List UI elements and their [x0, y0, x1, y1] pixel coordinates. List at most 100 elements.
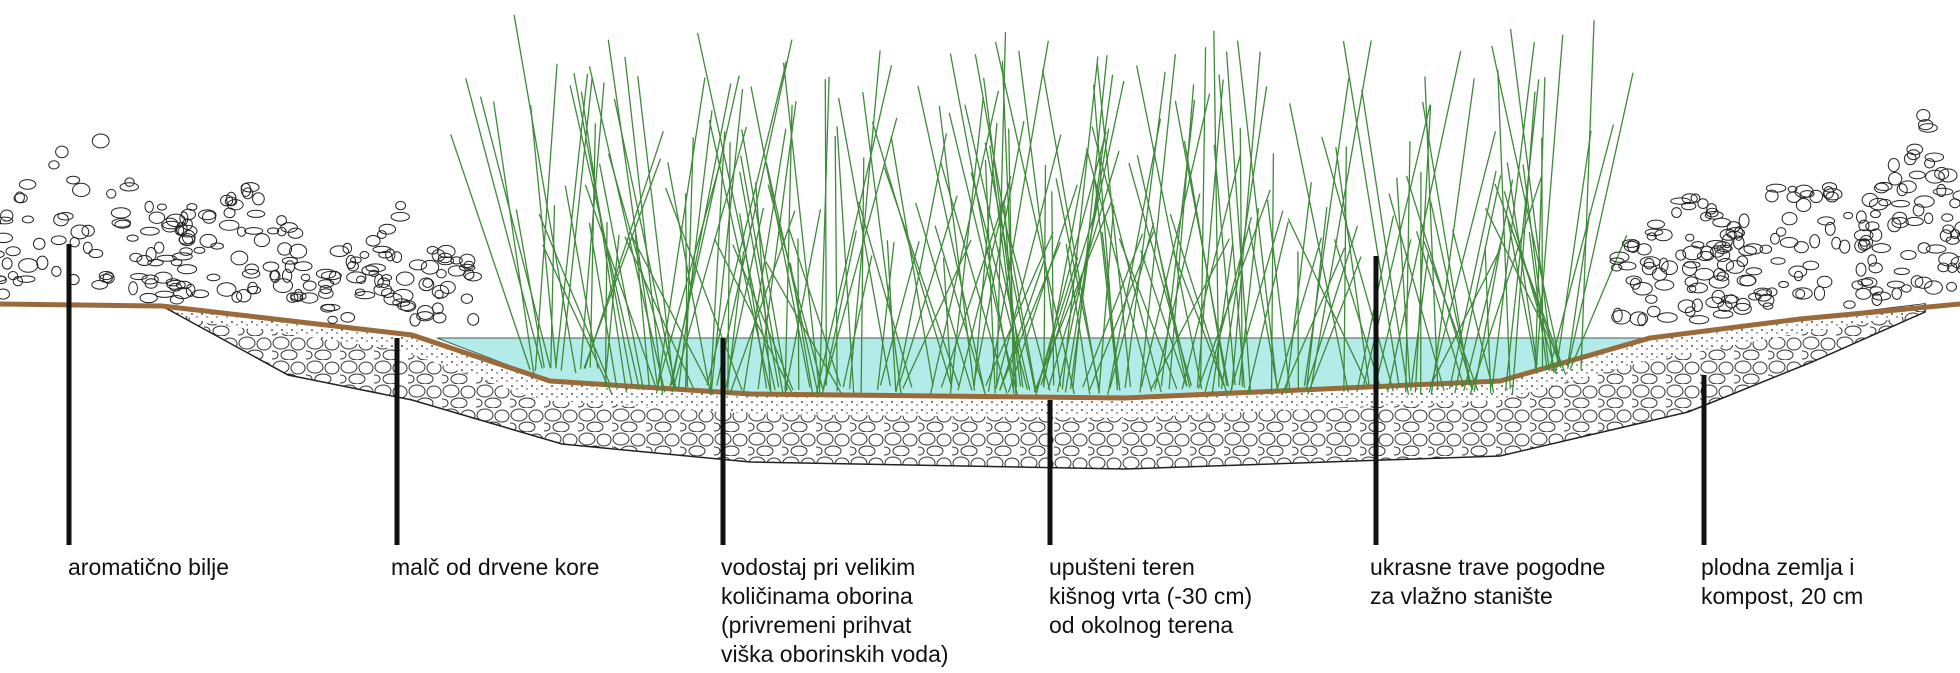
shrub-leaf: [0, 209, 14, 222]
shrub-leaf: [193, 246, 206, 254]
shrub-leaf: [1629, 277, 1641, 290]
grass-blade: [824, 79, 828, 386]
shrub-leaf: [315, 268, 337, 279]
grass-blade: [871, 121, 953, 388]
shrub-leaf: [269, 270, 280, 281]
grass-blade: [973, 120, 1025, 386]
grass-blade: [1361, 89, 1410, 395]
grass-blade: [742, 128, 787, 395]
shrub-leaf: [1733, 226, 1744, 241]
shrub-leaf: [319, 284, 333, 295]
grass-blade: [1549, 124, 1615, 367]
shrub-leaf: [32, 237, 46, 250]
shrub-leaf: [246, 285, 262, 295]
shrub-leaf: [1759, 244, 1773, 254]
grass-blade: [970, 172, 1029, 390]
grass-blade: [1140, 93, 1211, 388]
shrub-leaf: [7, 271, 19, 281]
shrub-leaf: [408, 259, 428, 271]
shrub-leaf: [1906, 149, 1921, 161]
grass-blade: [984, 142, 1036, 392]
shrub-leaf: [1871, 291, 1891, 301]
grass-blade: [588, 66, 666, 393]
shrub-leaf: [365, 263, 386, 273]
shrub-leaf: [1609, 257, 1625, 265]
shrub-leaf: [1916, 109, 1931, 122]
grass-blade: [1567, 72, 1634, 369]
shrub-leaf: [376, 230, 387, 239]
shrub-leaf: [1888, 172, 1903, 186]
shrub-leaf: [317, 279, 335, 288]
shrub-leaf: [1869, 286, 1884, 296]
grass-blade: [940, 161, 1008, 394]
grass-blade: [1007, 184, 1078, 393]
shrub-leaf: [1855, 210, 1867, 224]
shrub-leaf: [1873, 182, 1889, 194]
shrub-leaf: [1813, 286, 1826, 301]
shrub-leaf: [1917, 242, 1931, 254]
shrub-leaf: [434, 289, 444, 300]
shrub-leaf: [139, 292, 158, 304]
shrub-leaf: [202, 210, 217, 224]
grass-blade: [604, 222, 608, 388]
shrub-leaf: [1623, 240, 1640, 253]
shrub-leaf: [1924, 280, 1943, 295]
grass-blade: [1181, 153, 1242, 390]
grass-blade: [750, 86, 811, 388]
grass-blade: [1333, 239, 1382, 390]
shrub-leaf: [1871, 293, 1883, 306]
shrub-leaf: [1822, 188, 1843, 201]
grass-blade: [1335, 147, 1370, 386]
grass-blade: [534, 63, 558, 371]
shrub-leaf: [51, 265, 62, 277]
shrub-leaf: [1647, 305, 1661, 318]
grass-blade: [1484, 247, 1492, 394]
grass-blade: [987, 40, 1049, 392]
shrub-leaf: [1843, 300, 1856, 309]
grass-blade: [1491, 42, 1535, 388]
shrub-leaf: [1712, 309, 1734, 319]
shrub-leaf: [1853, 229, 1874, 242]
grass-blade: [938, 105, 976, 391]
grass-blade: [822, 230, 858, 391]
grass-blade: [964, 104, 1031, 391]
shrub-leaf: [0, 216, 14, 225]
shrub-leaf: [1644, 228, 1664, 237]
grass-blade: [1307, 256, 1362, 395]
shrub-leaf: [467, 313, 480, 326]
grass-blade: [973, 122, 998, 387]
grass-blade: [1484, 207, 1564, 368]
shrub-leaf: [1770, 232, 1780, 245]
shrub-leaf: [385, 248, 396, 262]
shrub-leaf: [1892, 211, 1908, 225]
shrub-leaf: [1855, 287, 1872, 300]
shrub-leaf: [416, 304, 434, 320]
shrub-leaf: [416, 311, 434, 322]
grass-blade: [624, 236, 696, 392]
shrub-leaf: [206, 273, 221, 282]
shrub-leaf: [320, 303, 336, 313]
shrub-leaf: [290, 291, 307, 301]
grass-blade: [465, 78, 543, 369]
grass-blade: [797, 238, 800, 390]
grass-blade: [613, 98, 677, 388]
grass-blade: [493, 101, 535, 375]
grass-blade: [710, 89, 744, 393]
shrub-leaf: [1901, 284, 1912, 293]
grass-blade: [1452, 229, 1495, 393]
grass-blade: [815, 65, 893, 393]
shrub-leaf: [165, 278, 181, 287]
shrub-leaf: [1946, 281, 1957, 292]
shrub-leaf: [1903, 152, 1917, 166]
shrub-leaf: [1671, 207, 1682, 218]
shrub-leaf: [281, 256, 298, 265]
grass-blade: [1303, 78, 1350, 387]
shrub-leaf: [1716, 271, 1730, 282]
shrub-leaf: [1869, 228, 1883, 242]
shrub-leaf: [1726, 221, 1741, 233]
shrub-leaf: [1684, 306, 1696, 317]
soil-layer: [162, 304, 1925, 418]
grass-blade: [1160, 99, 1196, 387]
shrub-leaf: [1765, 183, 1787, 193]
